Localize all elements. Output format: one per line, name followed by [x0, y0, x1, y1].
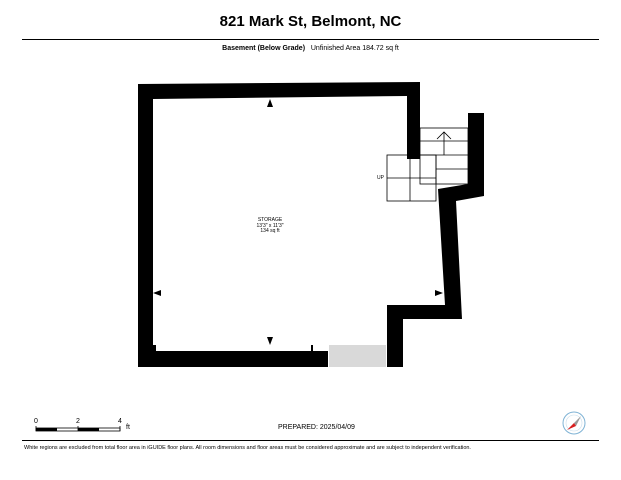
room-dimensions: 13'3" x 11'3": [256, 222, 284, 229]
opening-excluded: [329, 345, 386, 367]
scale-tick-0: 0: [34, 418, 38, 425]
scale-tick-2: 2: [76, 418, 80, 425]
header-rule: [22, 39, 599, 40]
arrow-icon: [267, 337, 273, 345]
window-south: [156, 345, 311, 351]
arrow-icon: [435, 290, 443, 296]
arrow-icon: [267, 99, 273, 107]
compass-icon: [562, 411, 586, 435]
prepared-date: PREPARED: 2025/04/09: [278, 424, 355, 431]
scale-tick-4: 4: [118, 418, 122, 425]
wall-east: [387, 113, 484, 367]
footer-rule: [22, 440, 599, 441]
subtitle: Basement (Below Grade) Unfinished Area 1…: [0, 45, 621, 52]
stairs: [386, 127, 469, 202]
room-area: 134 sq ft: [260, 228, 280, 234]
scale-unit: ft: [126, 424, 130, 431]
level-name: Basement (Below Grade): [222, 45, 306, 52]
page-title: 821 Mark St, Belmont, NC: [219, 13, 402, 30]
area-text: Unfinished Area 184.72 sq ft: [310, 45, 399, 52]
arrow-icon: [153, 290, 161, 296]
room-label-storage: STORAGE 13'3" x 11'3" 134 sq ft: [230, 217, 310, 235]
stairs-up-label: UP: [377, 175, 384, 181]
scale-bar: [35, 426, 121, 432]
room-name: STORAGE: [257, 217, 283, 223]
footer-note: White regions are excluded from total fl…: [24, 445, 471, 451]
